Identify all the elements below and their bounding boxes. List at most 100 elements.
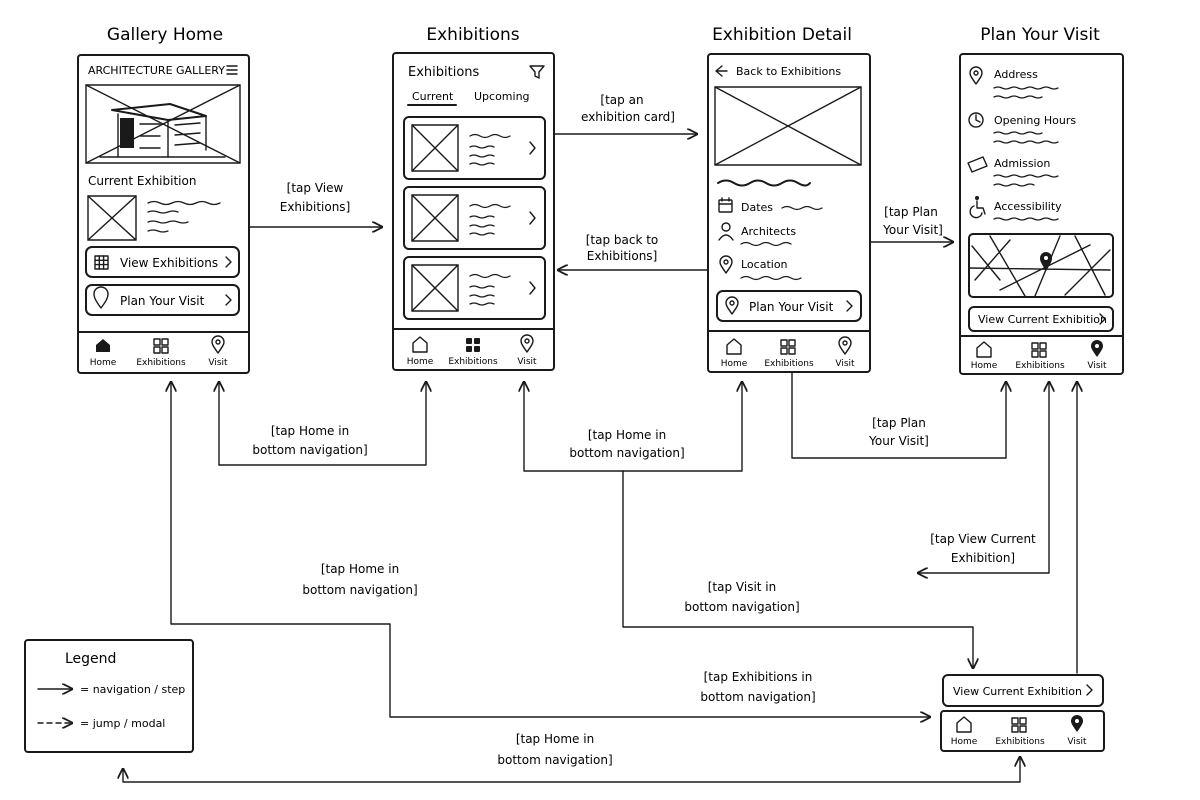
calendar-icon — [718, 197, 733, 213]
label-tap-visit-2: bottom navigation] — [684, 600, 799, 614]
grid-icon — [1031, 342, 1047, 358]
plan-visit-button[interactable]: Plan Your Visit — [85, 284, 240, 316]
nav-visit[interactable]: Visit — [208, 335, 228, 368]
accessibility-label: Accessibility — [994, 200, 1062, 213]
view-exhibitions-button[interactable]: View Exhibitions — [85, 246, 240, 278]
visit-screen: Address Opening Hours Admission — [959, 53, 1124, 375]
label-tap-back-1: [tap back to — [586, 233, 659, 247]
back-link-label: Back to Exhibitions — [736, 65, 841, 78]
detail-screen: Back to Exhibitions Dates Architects — [707, 53, 871, 373]
arrow-tap-visit — [622, 470, 973, 668]
nav-visit[interactable]: Visit — [1087, 340, 1107, 371]
chevron-right-icon — [846, 300, 853, 312]
exhibition-card[interactable] — [403, 256, 546, 320]
filter-icon[interactable] — [529, 65, 545, 79]
location-pin-icon — [520, 334, 534, 353]
info-item-address: Address — [969, 66, 1059, 99]
exhibition-text-placeholder — [147, 200, 221, 233]
home-icon — [412, 336, 428, 353]
nav-home-label: Home — [951, 737, 978, 747]
info-item-admission: Admission — [967, 156, 1059, 187]
accessibility-icon — [969, 196, 986, 219]
screen-title-detail: Exhibition Detail — [712, 25, 852, 45]
exhibition-card[interactable] — [403, 186, 546, 250]
arrow-home-floating — [171, 382, 930, 717]
visit-view-current-label: View Current Exhibition — [978, 313, 1107, 326]
floating-view-current-button[interactable]: View Current Exhibition — [942, 674, 1104, 707]
tab-current[interactable]: Current — [412, 90, 454, 103]
label-tap-back-2: Exhibitions] — [587, 249, 658, 263]
nav-home-label: Home — [721, 359, 748, 369]
label-tap-home-3b: bottom navigation] — [302, 583, 417, 597]
detail-plan-visit-button[interactable]: Plan Your Visit — [716, 290, 862, 322]
detail-plan-visit-label: Plan Your Visit — [749, 300, 834, 314]
floating-bottom-nav: Home Exhibitions Visit — [940, 710, 1105, 752]
home-icon-filled — [96, 339, 110, 352]
exhibition-card[interactable] — [403, 116, 546, 180]
back-link[interactable]: Back to Exhibitions — [715, 65, 841, 78]
label-tap-exhibitions-1: [tap Exhibitions in — [704, 670, 813, 684]
clock-icon — [968, 112, 984, 128]
home-screen: ARCHITECTURE GALLERY Current Exhibition — [77, 54, 250, 374]
view-exhibitions-label: View Exhibitions — [120, 256, 218, 270]
map-pin-icon — [1040, 252, 1052, 271]
nav-home-label: Home — [971, 361, 998, 371]
nav-home[interactable]: Home — [721, 338, 748, 369]
connectors — [123, 134, 1077, 783]
nav-visit-label: Visit — [517, 357, 537, 367]
nav-exhibitions[interactable]: Exhibitions — [448, 338, 498, 367]
chevron-right-icon — [225, 294, 232, 306]
nav-exhibitions-label: Exhibitions — [1015, 361, 1065, 371]
nav-visit[interactable]: Visit — [835, 336, 855, 369]
label-tap-card-2: exhibition card] — [581, 110, 675, 124]
nav-home[interactable]: Home — [407, 336, 434, 367]
nav-visit[interactable]: Visit — [517, 334, 537, 367]
label-tap-home-4a: [tap Home in — [516, 732, 594, 746]
legend-item-jump: = jump / modal — [80, 717, 165, 730]
nav-home[interactable]: Home — [971, 341, 998, 371]
hero-image — [85, 84, 241, 164]
map[interactable] — [968, 233, 1114, 298]
label-tap-home-4b: bottom navigation] — [497, 753, 612, 767]
nav-home[interactable]: Home — [90, 339, 117, 368]
grid-icon — [94, 255, 109, 270]
admission-label: Admission — [994, 157, 1050, 170]
nav-exhibitions-label: Exhibitions — [136, 358, 186, 368]
nav-visit[interactable]: Visit — [1067, 715, 1087, 747]
label-tap-home-3a: [tap Home in — [321, 562, 399, 576]
nav-home-label: Home — [407, 357, 434, 367]
label-tap-card-1: [tap an — [600, 93, 643, 107]
visit-view-current-button[interactable]: View Current Exhibition — [968, 306, 1114, 332]
nav-visit-label: Visit — [1067, 737, 1087, 747]
location-pin-icon — [211, 335, 225, 354]
chevron-right-icon — [529, 211, 536, 225]
floating-view-current-label: View Current Exhibition — [953, 685, 1082, 698]
detail-row-dates: Dates — [718, 197, 823, 214]
screen-title-home: Gallery Home — [107, 25, 223, 45]
nav-exhibitions[interactable]: Exhibitions — [136, 338, 186, 368]
nav-home[interactable]: Home — [951, 716, 978, 747]
nav-exhibitions[interactable]: Exhibitions — [995, 717, 1045, 747]
chevron-right-icon — [1086, 684, 1093, 696]
screen-title-exhibitions: Exhibitions — [426, 25, 519, 45]
plan-visit-label: Plan Your Visit — [120, 294, 205, 308]
exhibition-thumbnail — [87, 195, 137, 241]
ticket-icon — [967, 156, 988, 173]
bottom-nav-home-screen: Home Exhibitions Visit — [90, 335, 228, 368]
chevron-right-icon — [529, 281, 536, 295]
menu-icon[interactable] — [226, 65, 238, 75]
grid-icon — [780, 339, 796, 355]
grid-icon — [1011, 717, 1027, 733]
bottom-nav-visit-screen: Home Exhibitions Visit — [971, 340, 1107, 371]
bottom-nav-detail-screen: Home Exhibitions Visit — [721, 336, 855, 369]
nav-exhibitions[interactable]: Exhibitions — [764, 339, 814, 369]
location-pin-icon — [725, 296, 739, 315]
chevron-right-icon — [225, 256, 232, 268]
dates-label: Dates — [741, 201, 773, 214]
tab-upcoming[interactable]: Upcoming — [474, 90, 530, 103]
home-icon — [976, 341, 992, 358]
nav-exhibitions[interactable]: Exhibitions — [1015, 342, 1065, 371]
label-tap-plan-1: [tap Plan — [884, 205, 938, 219]
exhibitions-header: Exhibitions — [408, 65, 480, 80]
